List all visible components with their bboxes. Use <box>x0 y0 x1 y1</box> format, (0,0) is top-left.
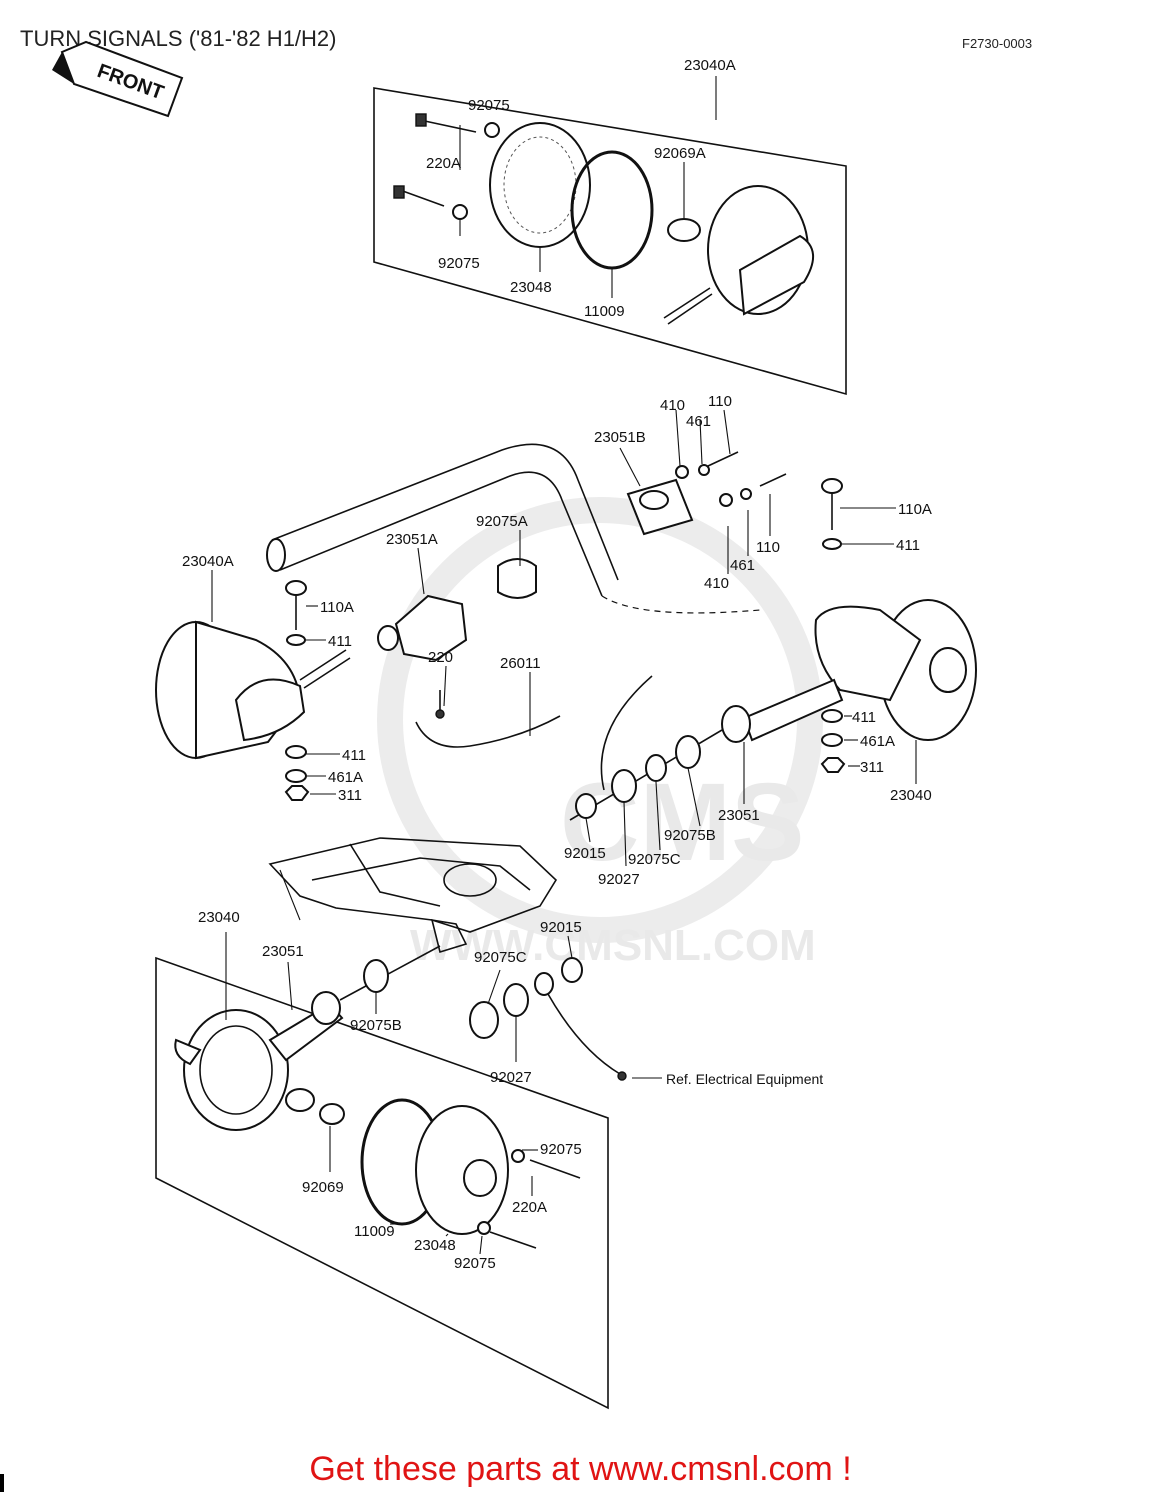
handlebar-assembly <box>266 409 896 748</box>
callout-92075B-b: 92075B <box>350 1017 402 1034</box>
callout-410-b: 410 <box>704 575 729 592</box>
callout-461-a: 461 <box>686 413 711 430</box>
diagram-code: F2730-0003 <box>962 36 1032 51</box>
callout-92015-b: 92015 <box>540 919 582 936</box>
callout-92075C-b: 92075C <box>474 949 527 966</box>
callout-110A-a: 110A <box>898 501 932 518</box>
callout-92027-a: 92027 <box>598 871 640 888</box>
callout-110A-b: 110A <box>320 599 354 616</box>
callout-411-a: 411 <box>896 537 920 554</box>
edge-mark <box>0 1474 4 1492</box>
rear-bracket <box>268 837 558 954</box>
watermark-url: WWW.CMSNL.COM <box>410 921 816 970</box>
callout-110-a: 110 <box>708 393 732 410</box>
callout-92069A: 92069A <box>654 145 706 162</box>
callout-23051A: 23051A <box>386 531 438 548</box>
callout-ref-electrical: Ref. Electrical Equipment <box>666 1071 823 1087</box>
callout-23051-bottom: 23051 <box>262 943 304 960</box>
callout-411-b: 411 <box>328 633 352 650</box>
callout-461A-a: 461A <box>328 769 363 786</box>
callout-92075-b: 92075 <box>438 255 480 272</box>
callout-410-a: 410 <box>660 397 685 414</box>
callout-11009-a: 11009 <box>584 303 625 320</box>
callout-92075-a: 92075 <box>468 97 510 114</box>
callout-23051B: 23051B <box>594 429 646 446</box>
front-arrow-icon: FRONT <box>52 40 184 118</box>
callout-220A-b: 220A <box>512 1199 547 1216</box>
callout-23040-bottom: 23040 <box>198 909 240 926</box>
left-turn-signal-assembly <box>155 570 351 801</box>
callout-23040A-left: 23040A <box>182 553 234 570</box>
callout-26011: 26011 <box>500 655 541 672</box>
callout-23040A-top: 23040A <box>684 57 736 74</box>
bottom-turn-signal-assembly <box>155 932 662 1410</box>
page-title: TURN SIGNALS ('81-'82 H1/H2) <box>20 26 337 51</box>
callout-110-b: 110 <box>756 539 780 556</box>
callout-92075-d: 92075 <box>454 1255 496 1272</box>
callout-92075A: 92075A <box>476 513 528 530</box>
callout-311-a: 311 <box>338 787 362 804</box>
callout-411-d: 411 <box>852 709 876 726</box>
callout-92069: 92069 <box>302 1179 344 1196</box>
promo-link[interactable]: Get these parts at www.cmsnl.com ! <box>309 1450 852 1488</box>
callout-220A-a: 220A <box>426 155 461 172</box>
callout-92075C-a: 92075C <box>628 851 681 868</box>
callout-92075-c: 92075 <box>540 1141 582 1158</box>
callout-23051-right: 23051 <box>718 807 760 824</box>
callout-461-b: 461 <box>730 557 755 574</box>
callout-23048-b: 23048 <box>414 1237 456 1254</box>
callout-23040-right: 23040 <box>890 787 932 804</box>
callout-11009-b: 11009 <box>354 1223 395 1240</box>
right-turn-signal-assembly <box>569 599 977 867</box>
callout-92015-a: 92015 <box>564 845 606 862</box>
callout-92027-b: 92027 <box>490 1069 532 1086</box>
watermark-brand: CMS <box>560 761 804 884</box>
callout-23048-a: 23048 <box>510 279 552 296</box>
callout-220: 220 <box>428 649 453 666</box>
top-turn-signal-assembly <box>373 76 847 396</box>
callout-311-b: 311 <box>860 759 884 776</box>
callout-461A-b: 461A <box>860 733 895 750</box>
callout-92075B-a: 92075B <box>664 827 716 844</box>
callout-411-c: 411 <box>342 747 366 764</box>
